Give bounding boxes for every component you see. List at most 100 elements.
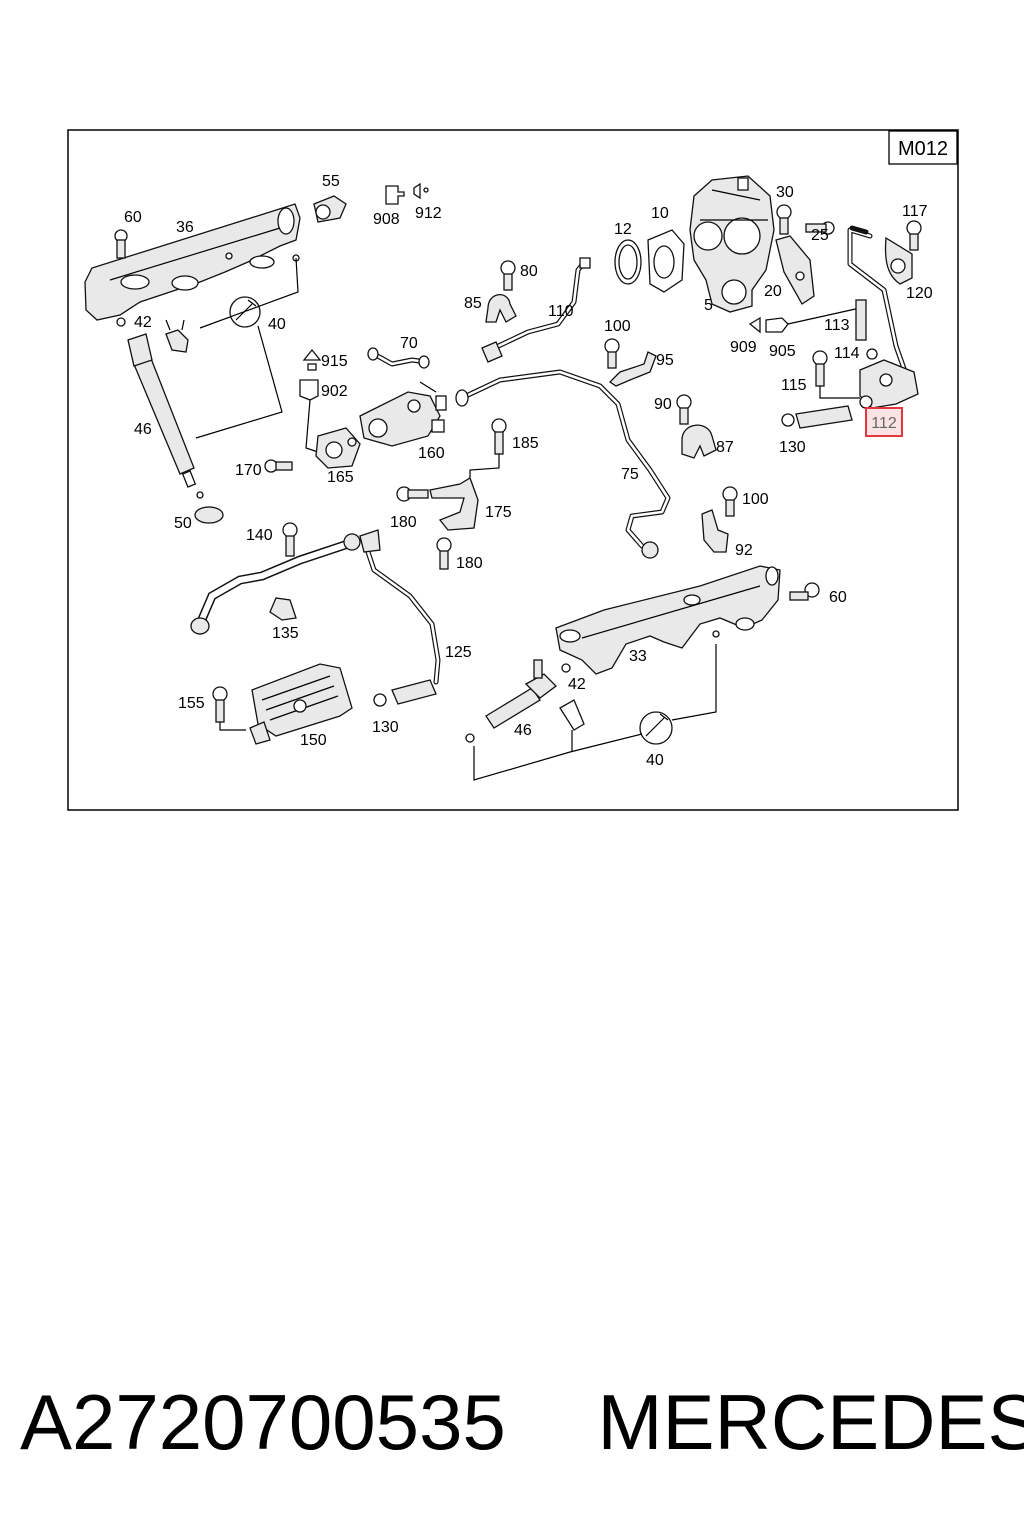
bracket-92 bbox=[701, 509, 729, 553]
leader-905 bbox=[787, 307, 861, 325]
bolt-80 bbox=[500, 260, 516, 291]
part-number: A2720700535 bbox=[20, 1378, 506, 1466]
label-908: 908 bbox=[373, 211, 400, 228]
fuel-rail-36 bbox=[84, 203, 301, 321]
fuel-line-70 bbox=[367, 347, 430, 369]
label-915: 915 bbox=[321, 353, 348, 370]
label-42-b: 42 bbox=[568, 676, 586, 693]
leader-70 bbox=[419, 381, 437, 393]
bolt-170 bbox=[264, 459, 293, 473]
brand-name: MERCEDES bbox=[597, 1378, 1024, 1466]
clamp-120 bbox=[884, 236, 913, 285]
label-114: 114 bbox=[834, 345, 860, 362]
label-85: 85 bbox=[464, 295, 482, 312]
leader-40-b bbox=[195, 325, 283, 439]
label-92: 92 bbox=[735, 542, 753, 559]
label-155: 155 bbox=[178, 695, 205, 712]
label-100-b: 100 bbox=[742, 491, 769, 508]
clamp-85 bbox=[485, 294, 517, 323]
sensor-113 bbox=[855, 299, 867, 341]
diagram-code: M012 bbox=[898, 138, 948, 160]
connector-908 bbox=[385, 185, 405, 205]
pressure-regulator-160 bbox=[359, 391, 447, 447]
label-46-b: 46 bbox=[514, 722, 532, 739]
label-135: 135 bbox=[272, 625, 299, 642]
label-36: 36 bbox=[176, 219, 194, 236]
label-25: 25 bbox=[811, 227, 829, 244]
bolt-155 bbox=[212, 686, 228, 723]
hose-130-bottom bbox=[373, 679, 437, 707]
label-120: 120 bbox=[906, 285, 933, 302]
connector-902 bbox=[299, 379, 319, 401]
label-40: 40 bbox=[268, 316, 286, 333]
label-40-b: 40 bbox=[646, 752, 664, 769]
diagram-code-box bbox=[888, 130, 958, 165]
bolt-60-bottom bbox=[789, 582, 820, 601]
coolant-hose-140 bbox=[190, 533, 361, 635]
label-117: 117 bbox=[902, 203, 928, 220]
label-75: 75 bbox=[621, 466, 639, 483]
label-10: 10 bbox=[651, 205, 669, 222]
bolt-100-bottom bbox=[722, 486, 738, 517]
leader-115 bbox=[819, 386, 860, 399]
hose-130-top bbox=[781, 405, 853, 429]
label-125: 125 bbox=[445, 644, 472, 661]
label-902: 902 bbox=[321, 383, 348, 400]
label-87: 87 bbox=[716, 439, 734, 456]
fuel-rail-33 bbox=[555, 565, 781, 675]
caption: A2720700535 MERCEDES bbox=[20, 1372, 1024, 1472]
fuel-line-110 bbox=[481, 257, 591, 363]
leader-40-e bbox=[671, 644, 717, 721]
bolt-115 bbox=[812, 350, 828, 387]
label-46: 46 bbox=[134, 421, 152, 438]
bracket-20 bbox=[775, 235, 815, 305]
label-180-b: 180 bbox=[456, 555, 483, 572]
label-909: 909 bbox=[730, 339, 757, 356]
label-175: 175 bbox=[485, 504, 512, 521]
label-42: 42 bbox=[134, 314, 152, 331]
label-905: 905 bbox=[769, 343, 796, 360]
connector-915 bbox=[302, 348, 322, 371]
injector-46-bottom bbox=[465, 659, 557, 743]
bolt-25 bbox=[805, 221, 835, 235]
leader-40-a bbox=[199, 257, 299, 329]
bolt-30 bbox=[776, 204, 792, 235]
label-140: 140 bbox=[246, 527, 273, 544]
part-labels: 60 36 55 908 912 42 40 46 50 915 902 70 … bbox=[124, 173, 933, 769]
bolt-60-top bbox=[114, 229, 128, 259]
leader-902 bbox=[305, 399, 319, 453]
tool-icon-40-bottom bbox=[639, 711, 673, 745]
bolt-180-a bbox=[396, 486, 429, 502]
label-60: 60 bbox=[124, 209, 142, 226]
highlighted-label: 112 bbox=[871, 415, 897, 432]
label-80: 80 bbox=[520, 263, 538, 280]
seal-114 bbox=[866, 348, 878, 360]
diagram-frame bbox=[67, 129, 959, 811]
bolt-117 bbox=[906, 220, 922, 251]
label-180: 180 bbox=[390, 514, 417, 531]
clip-near-46 bbox=[559, 699, 585, 731]
bracket-175 bbox=[429, 477, 479, 531]
connector-905 bbox=[765, 317, 789, 333]
gasket-10 bbox=[647, 229, 685, 293]
clip-912 bbox=[413, 182, 429, 200]
return-line bbox=[847, 225, 911, 383]
pressure-sensor-55 bbox=[313, 195, 347, 223]
leader-185 bbox=[469, 454, 500, 490]
clamp-near-injector bbox=[165, 319, 189, 353]
label-170: 170 bbox=[235, 462, 262, 479]
valve-165 bbox=[315, 427, 361, 469]
gasket-12 bbox=[614, 239, 642, 285]
bolt-140 bbox=[282, 522, 298, 557]
label-12: 12 bbox=[614, 221, 632, 238]
clamp-87 bbox=[681, 424, 717, 459]
bolt-180-b bbox=[436, 537, 452, 570]
label-30: 30 bbox=[776, 184, 794, 201]
connector-909 bbox=[748, 316, 761, 334]
label-33: 33 bbox=[629, 648, 647, 665]
bolt-100-top bbox=[604, 338, 620, 369]
label-55: 55 bbox=[322, 173, 340, 190]
valve-block-112 bbox=[859, 359, 919, 409]
label-115: 115 bbox=[781, 377, 807, 394]
seal-ring-small bbox=[225, 252, 233, 260]
